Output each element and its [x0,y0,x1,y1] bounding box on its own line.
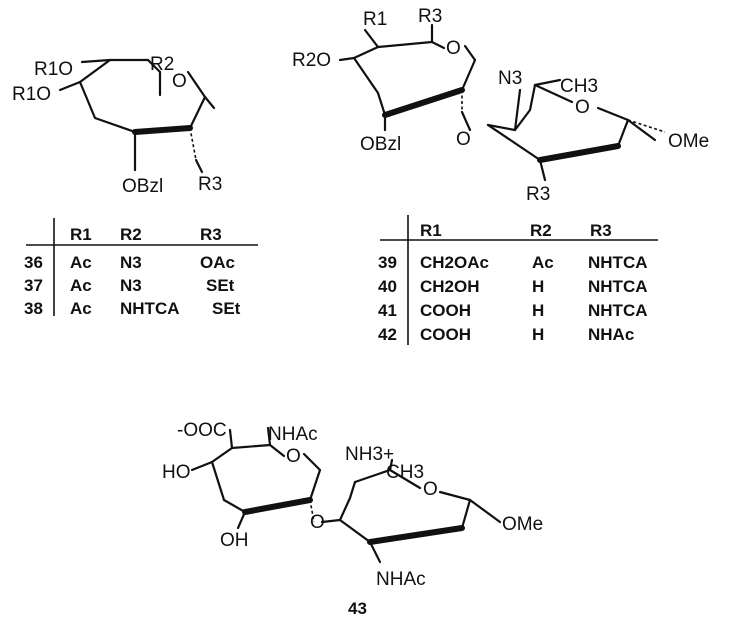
row-37-r1: Ac [70,276,92,295]
row-38-id: 38 [24,299,43,318]
row-39-id: 39 [378,253,397,272]
row-38-r1: Ac [70,299,92,318]
row-42-id: 42 [378,325,397,344]
right-disaccharide-structure [338,23,666,182]
right-r1-label: R1 [363,9,387,30]
right-ring-oxygen-1: O [446,38,461,59]
row-37-r2: N3 [120,276,142,295]
right-ome-label: OMe [668,131,709,152]
bottom-ring-oxygen-2: O [423,479,438,500]
row-41-r2: H [532,301,544,320]
obzl-label: OBzl [122,176,163,197]
left-substituent-table [26,218,258,316]
bottom-nhac-bottom-label: NHAc [376,569,426,590]
row-40-r2: H [532,277,544,296]
row-38-r3: SEt [212,299,241,318]
row-39-r1: CH2OAc [420,253,489,272]
bottom-nhac-top-label: NHAc [268,424,318,445]
row-41-r1: COOH [420,301,471,320]
row-37-r3: SEt [206,276,235,295]
left-header-r2: R2 [120,225,142,244]
r2-label: R2 [150,54,174,75]
row-41-r3: NHTCA [588,301,648,320]
row-39-r2: Ac [532,253,554,272]
row-42-r3: NHAc [588,325,634,344]
r1o-top-label: R1O [34,59,73,80]
row-40-r1: CH2OH [420,277,480,296]
bottom-ch3-label: CH3 [386,462,424,483]
bottom-ring-oxygen-1: O [286,446,301,467]
ring-oxygen-label: O [172,71,187,92]
n3-label: N3 [498,68,522,89]
row-41-id: 41 [378,301,397,320]
r3-label: R3 [198,174,222,195]
row-36-id: 36 [24,253,43,272]
ho-label: HO [162,462,191,483]
carboxylate-label: -OOC [177,420,227,441]
right-header-r3: R3 [590,221,612,240]
bottom-disaccharide-structure [190,426,502,564]
row-40-id: 40 [378,277,397,296]
right-header-r2: R2 [530,221,552,240]
right-ring-oxygen-2: O [575,97,590,118]
right-obzl-label: OBzl [360,134,401,155]
row-42-r2: H [532,325,544,344]
row-36-r1: Ac [70,253,92,272]
nh3-label: NH3+ [345,444,394,465]
row-38-r2: NHTCA [120,299,180,318]
compound-number-43: 43 [348,599,367,618]
left-pyranose-structure [58,58,216,174]
row-36-r2: N3 [120,253,142,272]
bottom-link-oxygen: O [310,512,325,533]
left-header-r3: R3 [200,225,222,244]
oh-label: OH [220,530,249,551]
left-header-r1: R1 [70,225,92,244]
r1o-mid-label: R1O [12,84,51,105]
row-36-r3: OAc [200,253,235,272]
row-39-r3: NHTCA [588,253,648,272]
right-link-oxygen: O [456,129,471,150]
row-37-id: 37 [24,276,43,295]
right-substituent-table [380,215,658,345]
right-ch3-label: CH3 [560,76,598,97]
right-r3-top-label: R3 [418,6,442,27]
right-r3-bottom-label: R3 [526,184,550,205]
row-40-r3: NHTCA [588,277,648,296]
row-42-r1: COOH [420,325,471,344]
right-header-r1: R1 [420,221,442,240]
bottom-ome-label: OMe [502,514,543,535]
r2o-label: R2O [292,50,331,71]
